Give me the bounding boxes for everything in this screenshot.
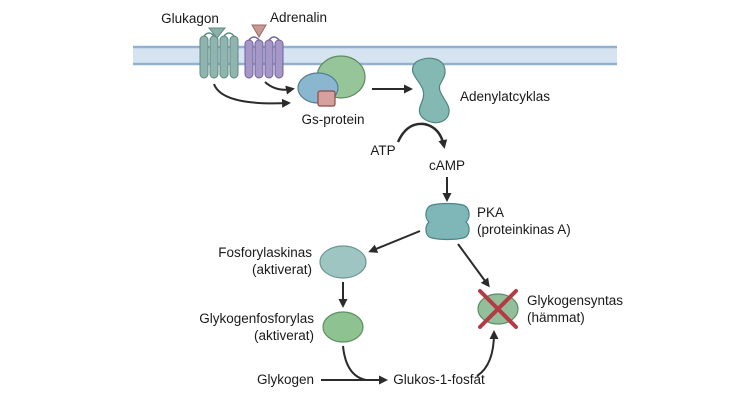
- glycogen-label: Glykogen: [257, 372, 314, 387]
- pka-label-line2: (proteinkinas A): [477, 222, 571, 237]
- atp-label: ATP: [370, 143, 395, 158]
- arrow-glucose-1-phosphate-to-glycogen-synthase: [476, 330, 499, 377]
- glycogen-phosphorylase: [322, 311, 364, 343]
- phosphorylase-kinase-label-line1: Fosforylaskinas: [218, 245, 312, 260]
- arrow-pka-to-phosphorylase-kinase: [368, 230, 421, 253]
- glucose-1-phosphate-label: Glukos-1-fosfat: [393, 372, 485, 387]
- glucagon-ligand: [207, 27, 227, 39]
- glycogen-phosphorylase-label-line2: (aktiverat): [254, 328, 314, 343]
- arrow-glucagon-receptor-to-gs: [213, 83, 291, 108]
- adrenaline-ligand: [251, 24, 267, 38]
- inhibition-cross-icon: [478, 289, 518, 329]
- glucagon-receptor: [199, 32, 239, 79]
- gs-protein-label: Gs-protein: [301, 112, 364, 127]
- arrow-atp-to-camp: [396, 122, 448, 149]
- gs-protein: [297, 55, 366, 107]
- phosphorylase-kinase: [319, 245, 367, 279]
- glycogen-phosphorylase-label-line1: Glykogenfosforylas: [199, 311, 314, 326]
- phosphorylase-kinase-label-line2: (aktiverat): [252, 262, 312, 277]
- arrow-adrenaline-receptor-to-gs: [264, 81, 295, 95]
- arrow-glycogen-phosphorylase-catalysis: [342, 345, 367, 381]
- glycogen-synthase-label-line2: (hämmat): [527, 310, 585, 325]
- adrenaline-label: Adrenalin: [270, 10, 327, 25]
- adenylate-cyclase: [411, 57, 450, 124]
- pka: [425, 202, 470, 241]
- glycogen-synthase-label-line1: Glykogensyntas: [527, 293, 623, 308]
- arrow-pka-to-glycogen-synthase: [457, 243, 490, 288]
- glucagon-label: Glukagon: [161, 11, 219, 26]
- adenylate-cyclase-label: Adenylatcyklas: [460, 89, 550, 104]
- adrenaline-receptor: [244, 36, 284, 79]
- camp-label: cAMP: [429, 158, 465, 173]
- pka-label-line1: PKA: [477, 205, 504, 220]
